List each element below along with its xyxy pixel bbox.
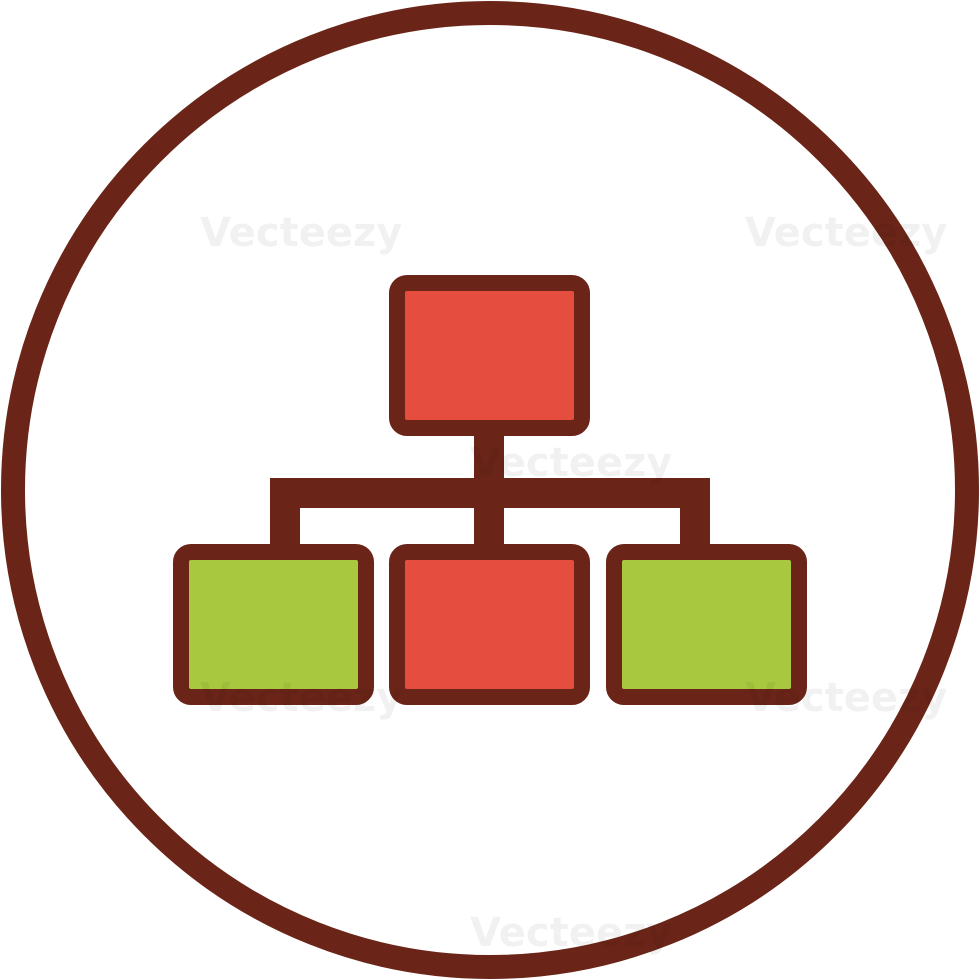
top-node [389, 275, 590, 436]
connector-lines [270, 425, 710, 555]
connector-left [270, 478, 300, 555]
connector-bar [270, 478, 710, 508]
bottom-node-left [173, 544, 374, 705]
bottom-node-center [389, 544, 590, 705]
bottom-node-right [606, 544, 807, 705]
connector-right [680, 478, 710, 555]
